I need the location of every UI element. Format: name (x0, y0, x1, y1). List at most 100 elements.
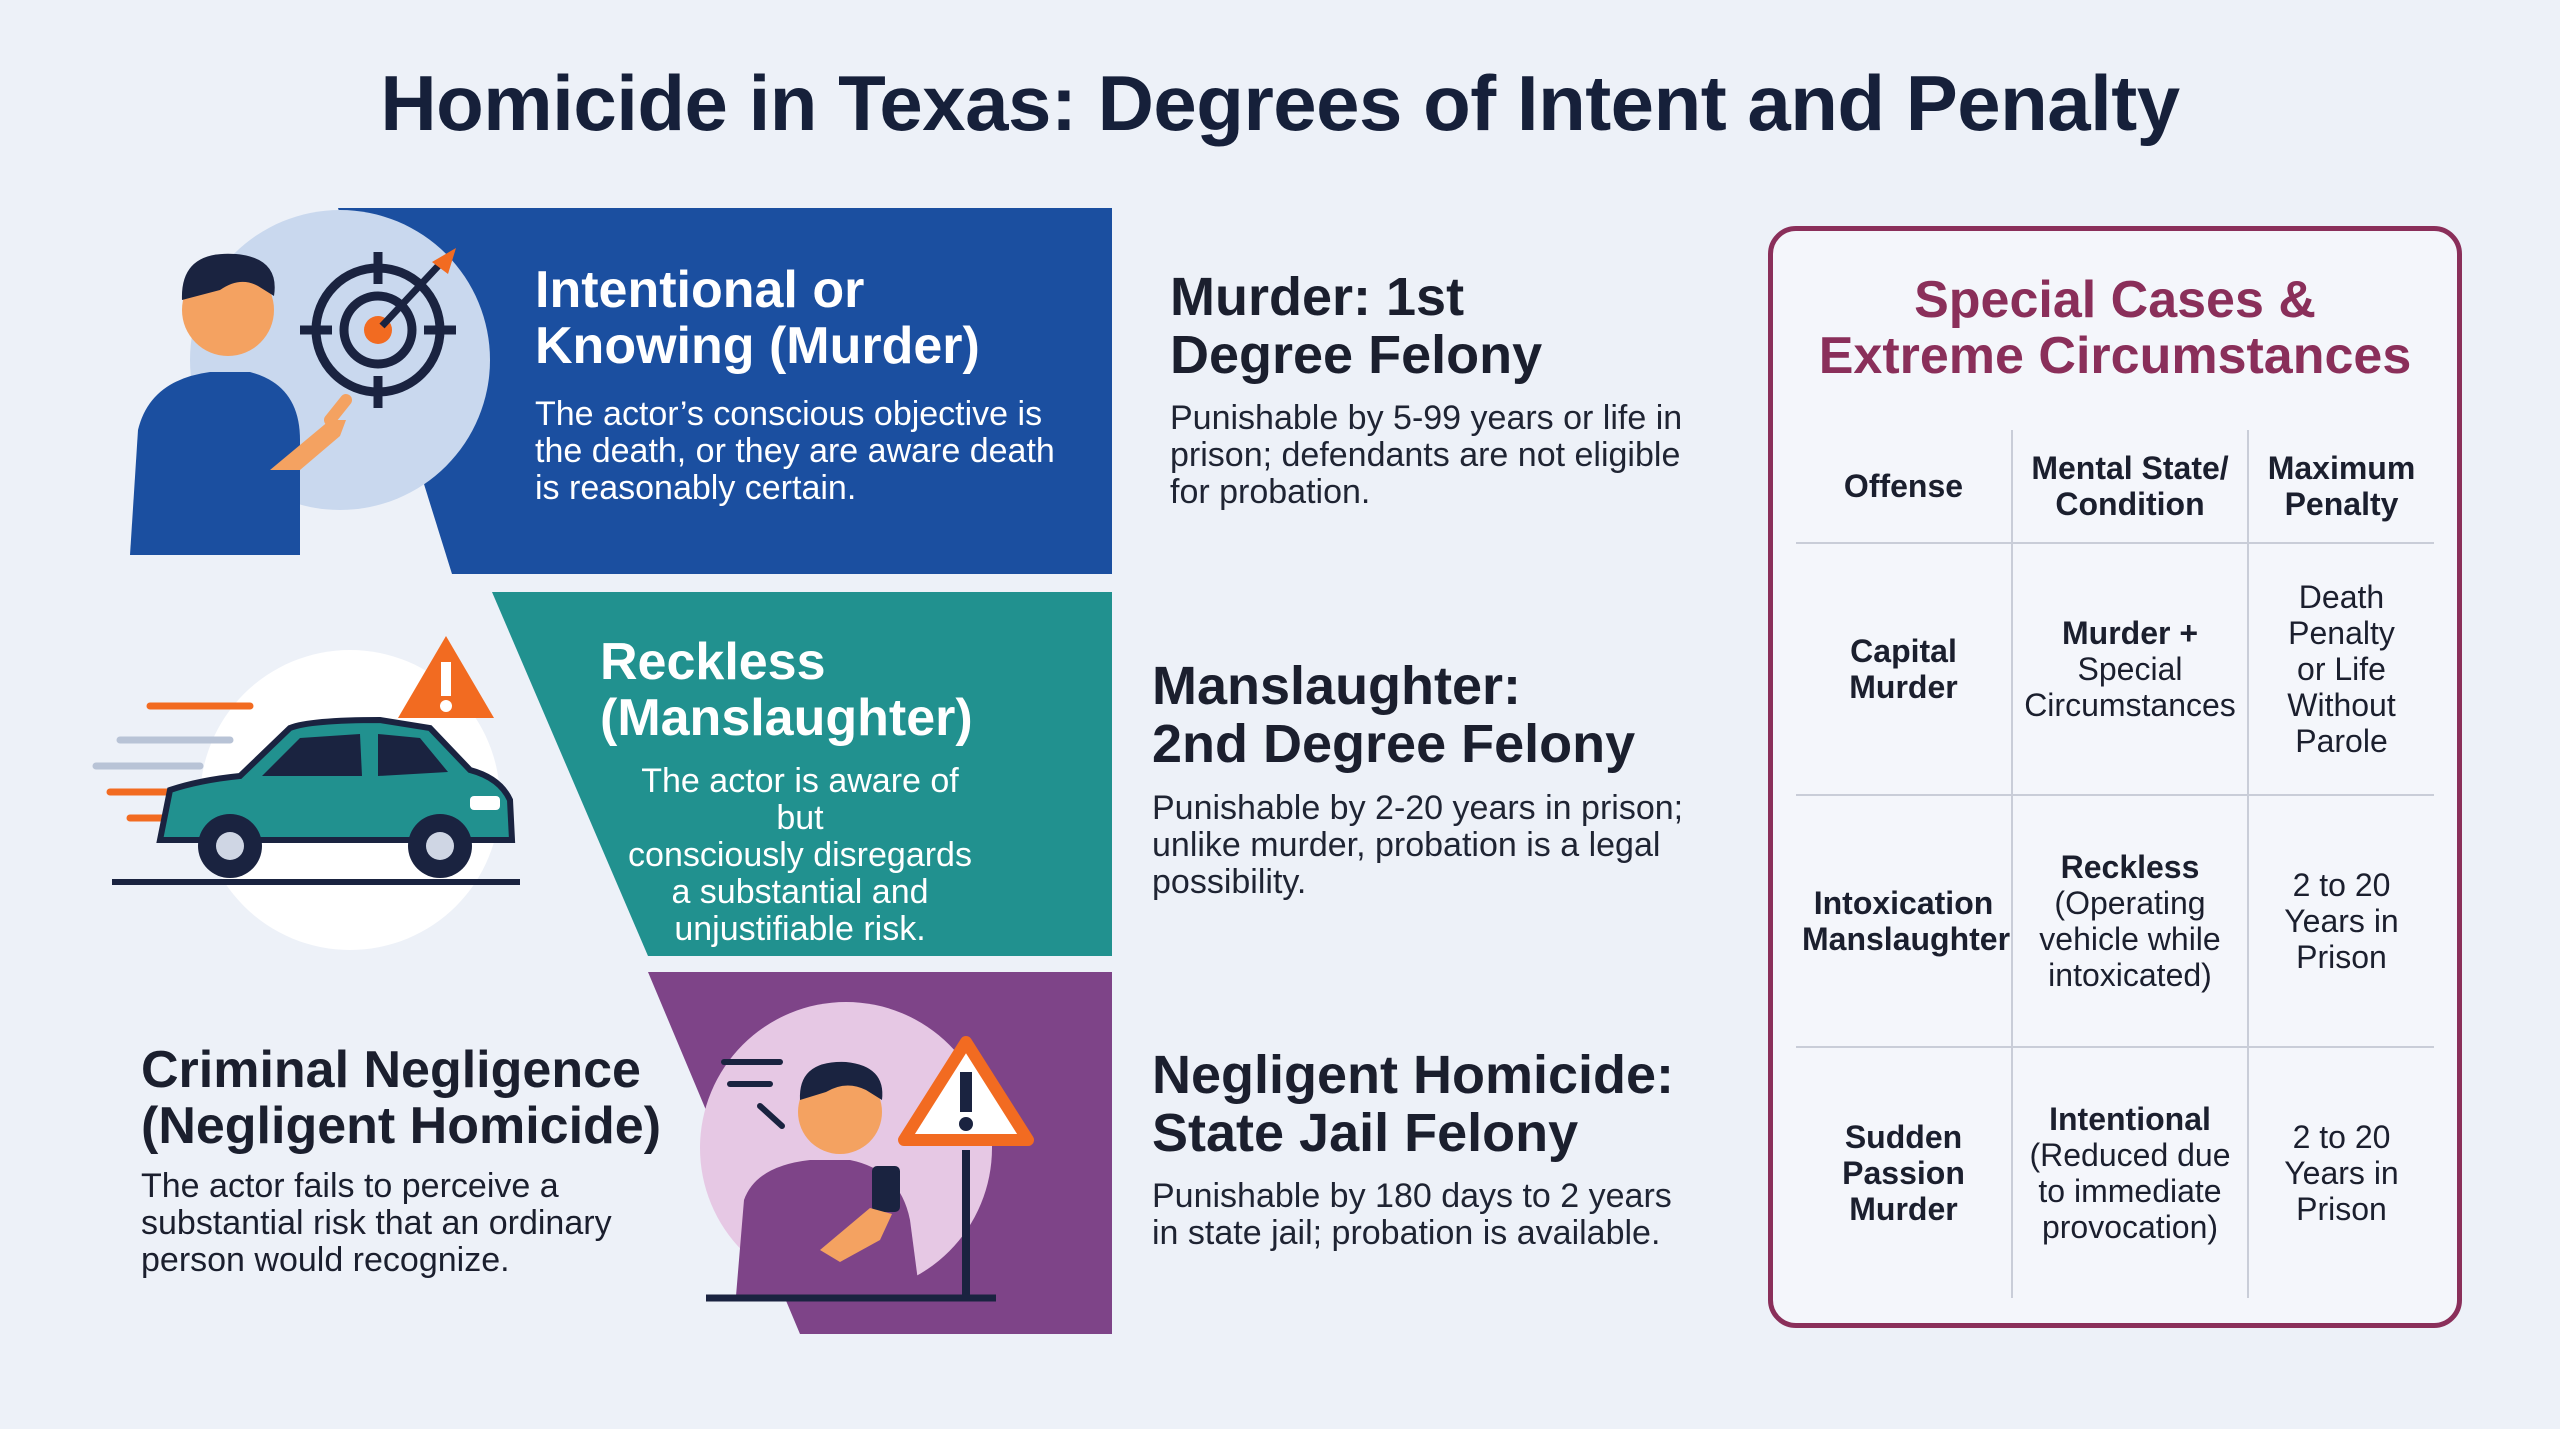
header-maximum-penalty: Maximum Penalty (2247, 430, 2434, 544)
penalty-negligent-homicide-desc-line: in state jail; probation is available. (1152, 1214, 1661, 1252)
cell-line: Prison (2296, 1191, 2387, 1227)
tier-reckless-description: The actor is aware of but consciously di… (620, 763, 980, 948)
penalty-negligent-homicide-title-line: Negligent Homicide: (1152, 1045, 1675, 1105)
penalty-manslaughter-description: Punishable by 2-20 years in prison; unli… (1152, 790, 1683, 901)
cell-offense: Intoxication Manslaughter (1796, 794, 2012, 1047)
tier-murder-band (338, 208, 1112, 574)
cell-offense: Sudden Passion Murder (1796, 1046, 2012, 1298)
cell-line: intoxicated) (2048, 957, 2212, 993)
cell-line: Reckless (2060, 849, 2200, 885)
tier-negligence-title-line: (Negligent Homicide) (141, 1097, 662, 1155)
cell-mental-state: Intentional (Reduced due to immediate pr… (2011, 1046, 2248, 1298)
cell-line: Penalty (2288, 615, 2395, 651)
tier-negligence-desc-line: The actor fails to perceive a (141, 1167, 559, 1205)
special-cases-title: Special Cases & Extreme Circumstances (1768, 272, 2462, 384)
tier-reckless-title-line: Reckless (600, 633, 826, 691)
cell-penalty: 2 to 20 Years in Prison (2247, 794, 2434, 1047)
tier-murder-title-line: Knowing (Murder) (535, 317, 980, 375)
cell-line: or Life (2297, 651, 2386, 687)
table-row: Sudden Passion Murder Intentional (Reduc… (1796, 1046, 2434, 1298)
tier-murder-title-line: Intentional or (535, 261, 865, 319)
cell-penalty: Death Penalty or Life Without Parole (2247, 542, 2434, 795)
tier-negligence-title-line: Criminal Negligence (141, 1041, 641, 1099)
penalty-negligent-homicide-desc-line: Punishable by 180 days to 2 years (1152, 1177, 1672, 1215)
tier-murder-desc-line: is reasonably certain. (535, 469, 857, 507)
cell-line: Passion (1842, 1155, 1965, 1191)
penalty-murder-title-line: Murder: 1st (1170, 267, 1465, 327)
penalty-murder-desc-line: for probation. (1170, 473, 1371, 511)
cell-line: (Operating (2054, 885, 2206, 921)
special-cases-table: Offense Mental State/ Condition Maximum … (1796, 430, 2434, 1298)
cell-line: vehicle while (2039, 921, 2221, 957)
tier-murder-desc-line: The actor’s conscious objective is (535, 395, 1043, 433)
cell-line: Murder (1849, 1191, 1958, 1227)
cell-line: Sudden (1844, 1119, 1963, 1155)
tier-negligence-desc-line: person would recognize. (141, 1241, 510, 1279)
cell-line: Parole (2295, 723, 2388, 759)
cell-line: Special (2077, 651, 2183, 687)
intent-tiers-graphic (92, 208, 1112, 1334)
tier-murder-desc-line: the death, or they are aware death (535, 432, 1055, 470)
speeding-car-warning-icon (92, 636, 520, 950)
cell-line: Intentional (2049, 1101, 2211, 1137)
tier-reckless-desc-line: a substantial and (671, 873, 929, 911)
penalty-murder-title-line: Degree Felony (1170, 325, 1543, 385)
header-maximum-penalty-line: Penalty (2284, 486, 2399, 522)
penalty-murder-description: Punishable by 5-99 years or life in pris… (1170, 400, 1682, 511)
table-header-row: Offense Mental State/ Condition Maximum … (1796, 430, 2434, 544)
penalty-manslaughter-title: Manslaughter: 2nd Degree Felony (1152, 657, 1635, 773)
tier-reckless-desc-line: The actor is aware of but (641, 762, 959, 837)
penalty-manslaughter-desc-line: unlike murder, probation is a legal (1152, 826, 1661, 864)
cell-offense: Capital Murder (1796, 542, 2012, 795)
penalty-manslaughter-desc-line: possibility. (1152, 863, 1307, 901)
tier-reckless-desc-line: unjustifiable risk. (674, 910, 926, 948)
cell-line: Prison (2296, 939, 2387, 975)
penalty-manslaughter-title-line: Manslaughter: (1152, 656, 1522, 716)
tier-reckless-desc-line: consciously disregards (628, 836, 972, 874)
header-mental-state-line: Condition (2055, 486, 2205, 522)
cell-line: Circumstances (2024, 687, 2236, 723)
cell-mental-state: Reckless (Operating vehicle while intoxi… (2011, 794, 2248, 1047)
cell-line: provocation) (2041, 1209, 2219, 1245)
header-offense: Offense (1796, 430, 2012, 544)
tier-negligence-desc-line: substantial risk that an ordinary (141, 1204, 612, 1242)
cell-line: (Reduced due (2029, 1137, 2231, 1173)
tier-negligence-description: The actor fails to perceive a substantia… (141, 1168, 612, 1279)
tier-reckless-band (492, 592, 1112, 956)
penalty-negligent-homicide-description: Punishable by 180 days to 2 years in sta… (1152, 1178, 1672, 1252)
target-pointing-person-icon (130, 210, 490, 555)
cell-line: to immediate (2038, 1173, 2222, 1209)
cell-line: Years in (2284, 1155, 2399, 1191)
tier-reckless-title-line: (Manslaughter) (600, 689, 973, 747)
penalty-murder-title: Murder: 1st Degree Felony (1170, 268, 1542, 384)
cell-line: Years in (2284, 903, 2399, 939)
table-row: Capital Murder Murder + Special Circumst… (1796, 542, 2434, 795)
cell-mental-state: Murder + Special Circumstances (2011, 542, 2248, 795)
penalty-manslaughter-title-line: 2nd Degree Felony (1152, 714, 1636, 774)
cell-line: Death (2298, 579, 2385, 615)
tier-reckless-title: Reckless (Manslaughter) (600, 634, 973, 746)
cell-line: Without (2287, 687, 2396, 723)
header-mental-state: Mental State/ Condition (2011, 430, 2248, 544)
distracted-phone-warning-icon (700, 1002, 1034, 1302)
table-row: Intoxication Manslaughter Reckless (Oper… (1796, 794, 2434, 1047)
penalty-negligent-homicide-title: Negligent Homicide: State Jail Felony (1152, 1046, 1674, 1162)
penalty-manslaughter-desc-line: Punishable by 2-20 years in prison; (1152, 789, 1684, 827)
cell-line: 2 to 20 (2292, 1119, 2391, 1155)
penalty-murder-desc-line: Punishable by 5-99 years or life in (1170, 399, 1683, 437)
cell-penalty: 2 to 20 Years in Prison (2247, 1046, 2434, 1298)
cell-line: Manslaughter (1802, 921, 2011, 957)
special-cases-title-line: Special Cases & (1914, 271, 2316, 329)
special-cases-title-line: Extreme Circumstances (1818, 327, 2412, 385)
tier-murder-description: The actor’s conscious objective is the d… (535, 396, 1055, 507)
cell-line: Murder (1849, 669, 1958, 705)
cell-line: Capital (1850, 633, 1957, 669)
tier-murder-title: Intentional or Knowing (Murder) (535, 262, 980, 374)
header-mental-state-line: Mental State/ (2031, 450, 2229, 486)
penalty-murder-desc-line: prison; defendants are not eligible (1170, 436, 1681, 474)
page-title: Homicide in Texas: Degrees of Intent and… (380, 59, 2180, 147)
cell-line: Intoxication (1813, 885, 1994, 921)
header-maximum-penalty-line: Maximum (2267, 450, 2416, 486)
cell-line: 2 to 20 (2292, 867, 2391, 903)
tier-negligence-title: Criminal Negligence (Negligent Homicide) (141, 1042, 661, 1154)
